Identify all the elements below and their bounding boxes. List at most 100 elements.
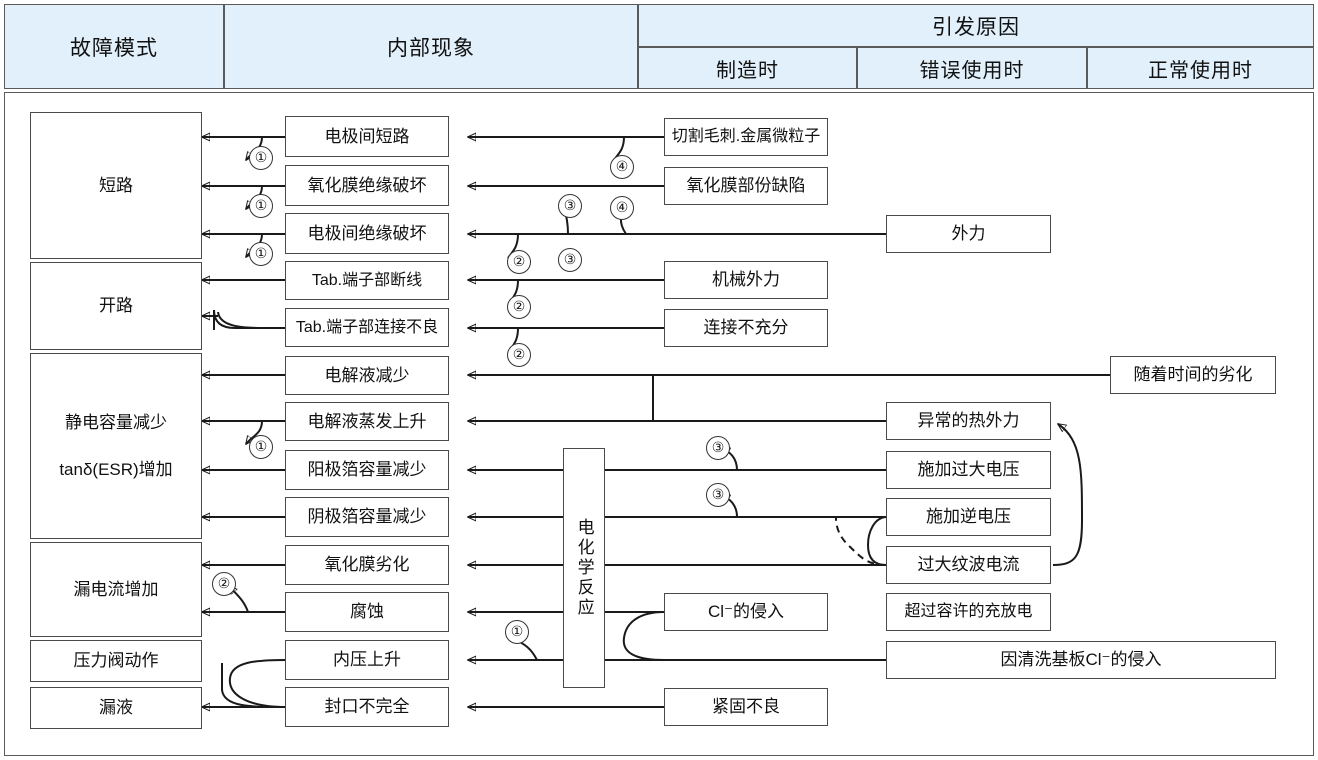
failure-mode-short[interactable]: 短路 bbox=[30, 112, 202, 259]
phenomenon-incomplete-seal-label: 封口不完全 bbox=[324, 697, 410, 717]
phenomenon-electrolyte-evaporation[interactable]: 电解液蒸发上升 bbox=[285, 402, 449, 441]
step-number-3a: ③ bbox=[558, 248, 582, 272]
phenomenon-corrosion[interactable]: 腐蚀 bbox=[285, 592, 449, 632]
header-failure-mode: 故障模式 bbox=[4, 4, 224, 89]
failure-mode-liquid-leak-label: 漏液 bbox=[99, 698, 133, 718]
step-number-3b: ③ bbox=[558, 194, 582, 218]
phenomenon-oxide-degradation-label: 氧化膜劣化 bbox=[324, 555, 410, 575]
header-internal-phenomenon: 内部现象 bbox=[224, 4, 638, 89]
cause-board-cleaning-chloride-intrusion[interactable]: 因清洗基板Cl⁻的侵入 bbox=[886, 641, 1276, 679]
cause-reverse-voltage-applied-label: 施加逆电压 bbox=[926, 507, 1011, 527]
cause-poor-fastening[interactable]: 紧固不良 bbox=[664, 688, 828, 726]
cause-overvoltage-applied[interactable]: 施加过大电压 bbox=[886, 451, 1051, 489]
failure-mode-open[interactable]: 开路 bbox=[30, 262, 202, 350]
cause-reverse-voltage-applied[interactable]: 施加逆电压 bbox=[886, 498, 1051, 536]
failure-mode-capacitance[interactable]: 静电容量减少 tanδ(ESR)增加 bbox=[30, 353, 202, 539]
phenomenon-electrolyte-decrease[interactable]: 电解液减少 bbox=[285, 356, 449, 395]
phenomenon-electrode-short-label: 电极间短路 bbox=[324, 126, 410, 146]
step-number-2c-value: ② bbox=[512, 347, 526, 363]
phenomenon-anode-foil-capacity-drop-label: 阳极箔容量减少 bbox=[307, 460, 427, 480]
header-cause-manufacturing-label: 制造时 bbox=[716, 59, 779, 82]
header-cause-misuse-label: 错误使用时 bbox=[919, 59, 1025, 82]
phenomenon-electrolyte-evaporation-label: 电解液蒸发上升 bbox=[307, 411, 427, 431]
failure-mode-liquid-leak[interactable]: 漏液 bbox=[30, 687, 202, 729]
cause-mechanical-force[interactable]: 机械外力 bbox=[664, 261, 828, 299]
cause-cutting-burr-metal-particles[interactable]: 切割毛刺.金属微粒子 bbox=[664, 118, 828, 156]
cause-excessive-ripple-current-label: 过大纹波电流 bbox=[917, 555, 1020, 575]
failure-mode-pressure-valve[interactable]: 压力阀动作 bbox=[30, 640, 202, 682]
header-internal-phenomenon-label: 内部现象 bbox=[387, 36, 475, 60]
phenomenon-electrode-short[interactable]: 电极间短路 bbox=[285, 116, 449, 157]
cause-oxide-partial-defect[interactable]: 氧化膜部份缺陷 bbox=[664, 167, 828, 205]
cause-insufficient-connection-label: 连接不充分 bbox=[703, 318, 789, 338]
step-number-1d-value: ① bbox=[254, 439, 268, 455]
step-number-2c: ② bbox=[507, 343, 531, 367]
step-number-2b-value: ② bbox=[512, 299, 526, 315]
phenomenon-interelectrode-insulation-break-label: 电极间绝缘破坏 bbox=[307, 223, 427, 243]
phenomenon-internal-pressure-rise-label: 内压上升 bbox=[333, 650, 401, 670]
failure-mode-leakage-current-label: 漏电流增加 bbox=[73, 579, 159, 599]
step-number-3c-value: ③ bbox=[711, 440, 725, 456]
phenomenon-tab-bad-connection[interactable]: Tab.端子部连接不良 bbox=[285, 308, 449, 347]
failure-mode-capacitance-line2: tanδ(ESR)增加 bbox=[59, 460, 173, 479]
header-cause: 引发原因 bbox=[638, 4, 1314, 47]
phenomenon-oxide-degradation[interactable]: 氧化膜劣化 bbox=[285, 545, 449, 585]
cause-time-degradation-label: 随着时间的劣化 bbox=[1133, 365, 1253, 385]
electrochemical-reaction-box[interactable]: 电化学反应 bbox=[563, 448, 605, 688]
step-number-1a: ① bbox=[249, 146, 273, 170]
cause-mechanical-force-label: 机械外力 bbox=[712, 270, 780, 290]
step-number-3d: ③ bbox=[706, 483, 730, 507]
step-number-1b: ① bbox=[249, 194, 273, 218]
cause-poor-fastening-label: 紧固不良 bbox=[712, 697, 780, 717]
failure-mode-short-label: 短路 bbox=[99, 175, 133, 195]
cause-overvoltage-applied-label: 施加过大电压 bbox=[917, 460, 1020, 480]
phenomenon-incomplete-seal[interactable]: 封口不完全 bbox=[285, 687, 449, 727]
step-number-4b: ④ bbox=[610, 196, 634, 220]
failure-mode-open-label: 开路 bbox=[99, 296, 133, 316]
step-number-1d: ① bbox=[249, 435, 273, 459]
cause-cutting-burr-metal-particles-label: 切割毛刺.金属微粒子 bbox=[671, 128, 821, 145]
phenomenon-tab-bad-connection-label: Tab.端子部连接不良 bbox=[295, 318, 439, 336]
cause-insufficient-connection[interactable]: 连接不充分 bbox=[664, 309, 828, 347]
header-cause-manufacturing: 制造时 bbox=[638, 47, 857, 89]
header-failure-mode-label: 故障模式 bbox=[70, 36, 158, 60]
failure-mode-pressure-valve-label: 压力阀动作 bbox=[73, 651, 159, 671]
failure-mode-leakage-current[interactable]: 漏电流增加 bbox=[30, 542, 202, 637]
header-cause-label: 引发原因 bbox=[932, 15, 1020, 39]
header-cause-normal: 正常使用时 bbox=[1087, 47, 1314, 89]
phenomenon-oxide-insulation-break-label: 氧化膜绝缘破坏 bbox=[307, 175, 427, 195]
step-number-1a-value: ① bbox=[254, 150, 268, 166]
cause-time-degradation[interactable]: 随着时间的劣化 bbox=[1110, 356, 1276, 394]
cause-external-force-label: 外力 bbox=[951, 224, 986, 244]
phenomenon-interelectrode-insulation-break[interactable]: 电极间绝缘破坏 bbox=[285, 213, 449, 254]
cause-chloride-intrusion[interactable]: Cl⁻的侵入 bbox=[664, 593, 828, 631]
cause-abnormal-thermal-force[interactable]: 异常的热外力 bbox=[886, 402, 1051, 440]
phenomenon-oxide-insulation-break[interactable]: 氧化膜绝缘破坏 bbox=[285, 165, 449, 206]
cause-over-allowed-charge-discharge[interactable]: 超过容许的充放电 bbox=[886, 593, 1051, 631]
cause-oxide-partial-defect-label: 氧化膜部份缺陷 bbox=[686, 176, 806, 196]
step-number-1c-value: ① bbox=[254, 246, 268, 262]
failure-mode-capacitance-line1: 静电容量减少 bbox=[65, 412, 167, 432]
step-number-3b-value: ③ bbox=[563, 198, 577, 214]
step-number-2a-value: ② bbox=[512, 254, 526, 270]
step-number-2a: ② bbox=[507, 250, 531, 274]
cause-external-force[interactable]: 外力 bbox=[886, 215, 1051, 253]
step-number-3a-value: ③ bbox=[563, 252, 577, 268]
electrochemical-reaction-label: 电化学反应 bbox=[574, 518, 594, 618]
cause-excessive-ripple-current[interactable]: 过大纹波电流 bbox=[886, 546, 1051, 584]
phenomenon-internal-pressure-rise[interactable]: 内压上升 bbox=[285, 640, 449, 680]
step-number-3d-value: ③ bbox=[711, 487, 725, 503]
header-cause-normal-label: 正常使用时 bbox=[1148, 59, 1253, 82]
step-number-2b: ② bbox=[507, 295, 531, 319]
step-number-1e: ① bbox=[505, 620, 529, 644]
cause-abnormal-thermal-force-label: 异常的热外力 bbox=[917, 411, 1020, 431]
phenomenon-cathode-foil-capacity-drop[interactable]: 阴极箔容量减少 bbox=[285, 497, 449, 537]
phenomenon-tab-wire-break[interactable]: Tab.端子部断线 bbox=[285, 261, 449, 300]
cause-chloride-intrusion-label: Cl⁻的侵入 bbox=[707, 602, 785, 622]
phenomenon-anode-foil-capacity-drop[interactable]: 阳极箔容量减少 bbox=[285, 450, 449, 490]
step-number-3c: ③ bbox=[706, 436, 730, 460]
header-cause-misuse: 错误使用时 bbox=[857, 47, 1087, 89]
step-number-4a: ④ bbox=[610, 155, 634, 179]
phenomenon-electrolyte-decrease-label: 电解液减少 bbox=[324, 365, 410, 385]
